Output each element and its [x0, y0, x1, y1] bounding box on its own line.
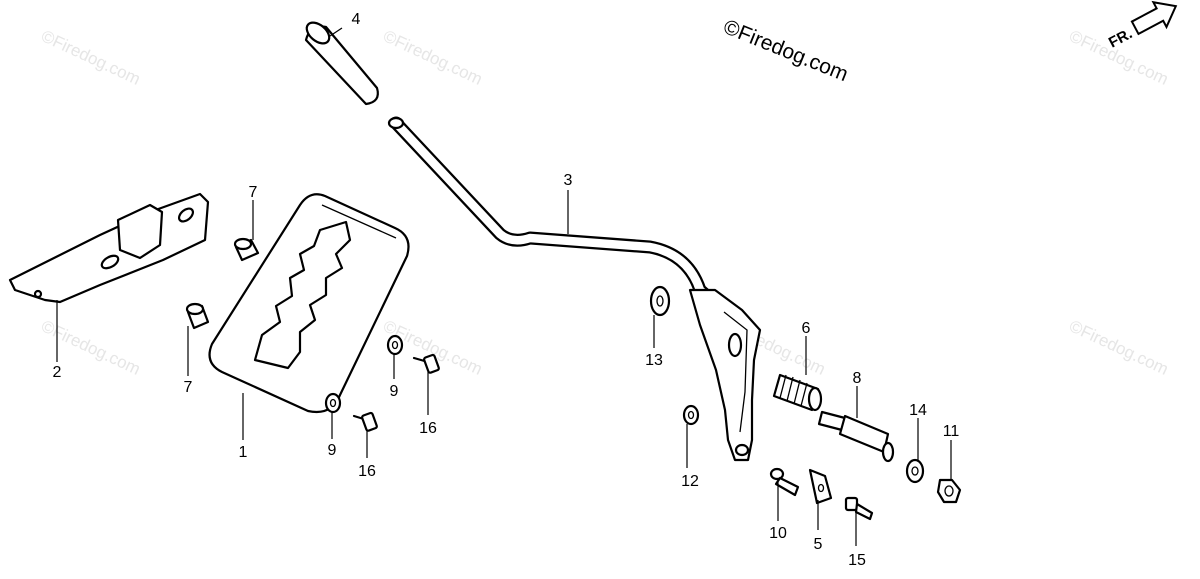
part-1-shift-gate: [208, 193, 410, 413]
callout-2: 2: [53, 364, 62, 381]
callout-numbers: 4 3 2 7 7 1 9 16 9 16 13 12 6 8 14 11 10…: [53, 11, 960, 569]
front-direction-indicator: FR.: [1106, 0, 1178, 52]
callout-16-right: 16: [419, 420, 437, 437]
callout-6: 6: [802, 320, 811, 337]
callout-16-left: 16: [358, 463, 376, 480]
part-12-washer: [682, 404, 700, 426]
callout-3: 3: [564, 172, 573, 189]
leader-lines: [56, 27, 952, 546]
part-2-bracket: [8, 192, 210, 304]
part-6-spring: [772, 373, 823, 412]
callout-9-right: 9: [390, 383, 399, 400]
watermark-7: ©Firedog.com: [1066, 316, 1171, 378]
callout-9-left: 9: [328, 442, 337, 459]
copyright-text: ©Firedog.com: [720, 15, 851, 86]
callout-8: 8: [853, 370, 862, 387]
part-5-clip: [808, 468, 833, 505]
part-14-washer: [905, 458, 925, 484]
part-4-grip: [304, 21, 379, 106]
part-11-nut: [936, 478, 962, 504]
part-15-bolt: [844, 496, 874, 521]
part-10-pin: [769, 467, 800, 497]
part-3-lever-rod: [387, 116, 752, 337]
part-9-washers: [324, 334, 404, 414]
part-8-pin: [817, 410, 895, 463]
lever-bracket: [688, 288, 762, 462]
callout-12: 12: [681, 473, 699, 490]
callout-13: 13: [645, 352, 663, 369]
callout-14: 14: [909, 402, 927, 419]
part-7-grommets: [185, 237, 260, 330]
front-arrow-icon: [1130, 0, 1178, 36]
callout-15: 15: [848, 552, 866, 569]
part-13-washer: [649, 285, 671, 317]
watermark-1: ©Firedog.com: [38, 26, 143, 88]
watermark-2: ©Firedog.com: [380, 26, 485, 88]
part-16-bolts: [352, 353, 440, 432]
callout-7-bottom: 7: [184, 379, 193, 396]
callout-11: 11: [943, 423, 960, 440]
callout-4: 4: [352, 11, 361, 28]
callout-1: 1: [239, 444, 248, 461]
callout-5: 5: [814, 536, 823, 553]
callout-7-top: 7: [249, 184, 258, 201]
callout-10: 10: [769, 525, 787, 542]
